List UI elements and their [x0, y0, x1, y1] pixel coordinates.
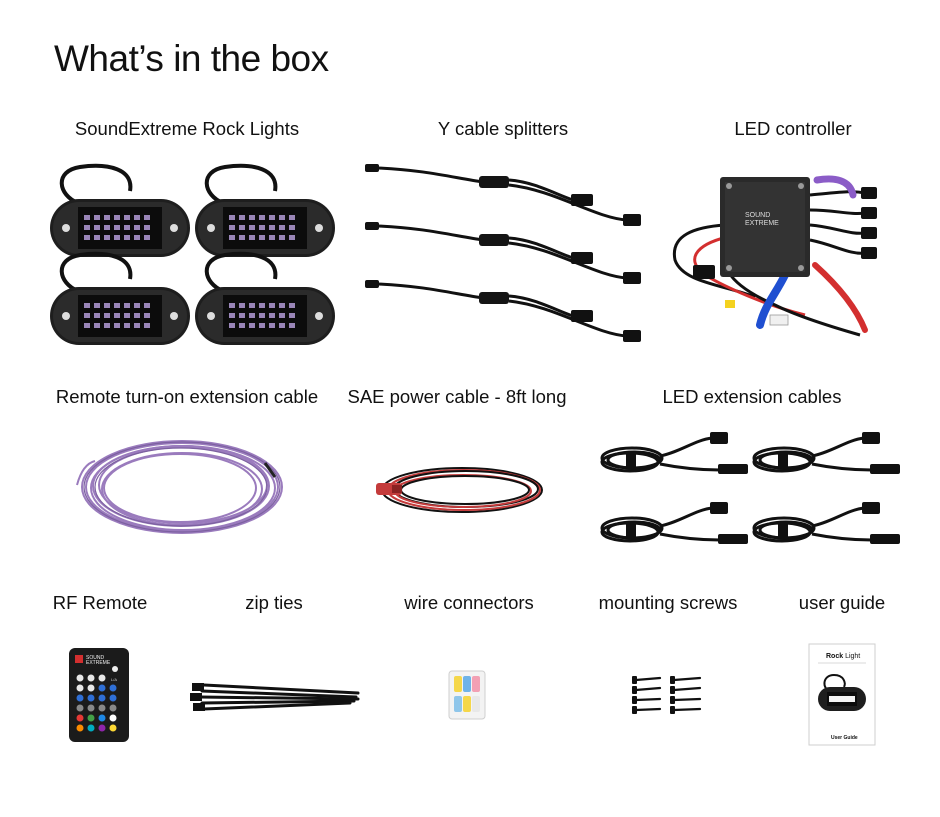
guide-footer: User Guide	[831, 735, 858, 741]
label-zip-ties: zip ties	[245, 592, 303, 613]
label-rock-lights: SoundExtreme Rock Lights	[74, 118, 300, 139]
remote-model: L/A	[111, 677, 117, 682]
extension-cable-icon	[597, 425, 912, 560]
purple-cable-coil-icon	[75, 425, 290, 545]
label-led-controller: LED controller	[734, 118, 852, 139]
wire-connectors-icon	[448, 670, 486, 720]
sae-cable-icon	[370, 455, 550, 525]
rock-light-icon	[45, 155, 345, 360]
label-led-extension-cables: LED extension cables	[662, 386, 842, 407]
svg-text:Rock Light: Rock Light	[826, 653, 860, 660]
controller-brand-line2: EXTREME	[745, 220, 779, 227]
label-wire-connectors: wire connectors	[404, 592, 534, 613]
rf-remote-icon: SOUND EXTREME L/A	[68, 647, 130, 743]
label-mounting-screws: mounting screws	[598, 592, 738, 613]
remote-brand-line1: SOUND	[86, 655, 104, 661]
label-user-guide: user guide	[798, 592, 886, 613]
page-title: What’s in the box	[54, 38, 329, 79]
guide-title-part1: Rock	[826, 653, 843, 660]
screws-icon	[630, 674, 706, 716]
remote-brand-line2: EXTREME	[86, 660, 111, 666]
label-sae-power-cable: SAE power cable - 8ft long	[347, 386, 567, 407]
controller-brand-line1: SOUND	[745, 212, 770, 219]
label-remote-turn-on-cable: Remote turn-on extension cable	[55, 386, 319, 407]
label-rf-remote: RF Remote	[52, 592, 148, 613]
guide-title-part2: Light	[843, 653, 860, 660]
y-cable-icon	[360, 155, 650, 355]
user-guide-icon: Rock Light User Guide	[808, 643, 876, 746]
led-controller-icon: SOUND EXTREME	[665, 165, 900, 355]
label-y-cable-splitters: Y cable splitters	[437, 118, 569, 139]
zip-ties-icon	[190, 677, 365, 715]
